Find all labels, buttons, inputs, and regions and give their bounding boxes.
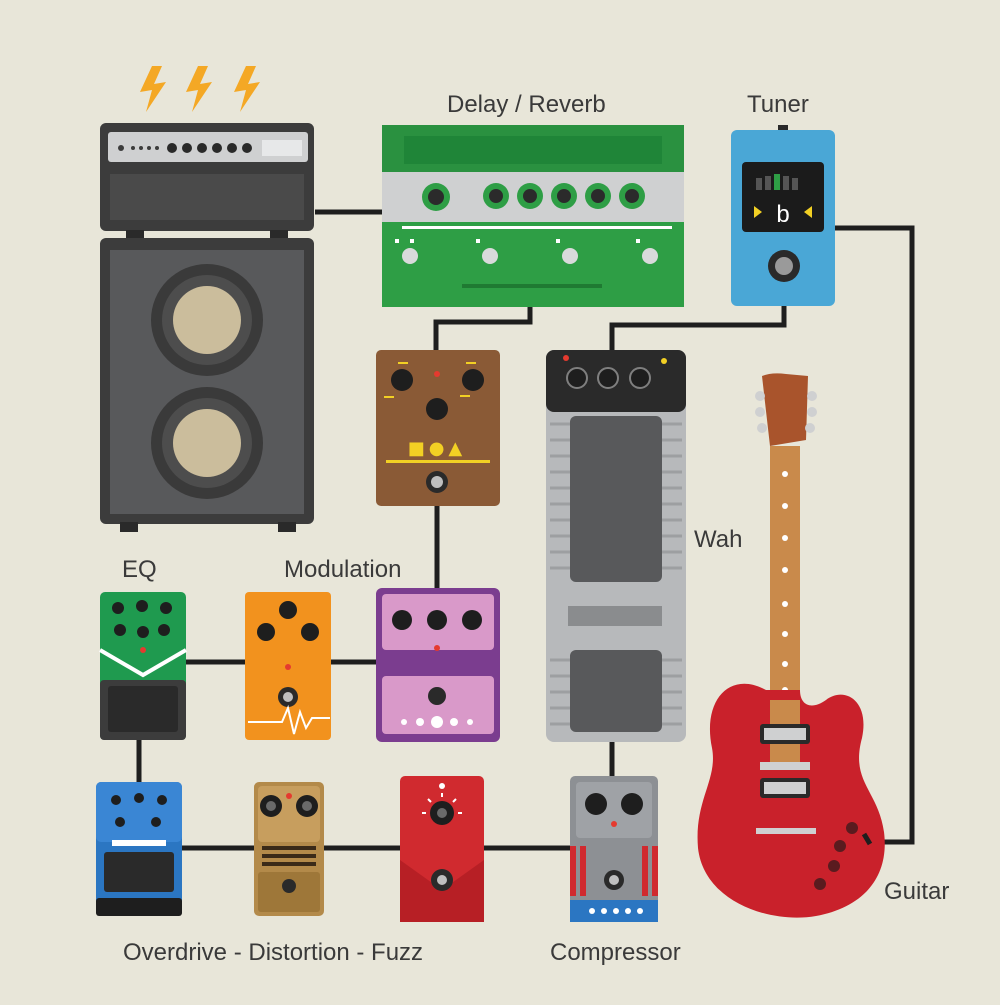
lightning-icon [140,66,166,112]
purple-modulation-pedal [376,588,500,742]
tan-distortion-pedal [254,782,324,916]
speaker-top [151,264,263,376]
lightning-icon [186,66,212,112]
label-delay-reverb: Delay / Reverb [447,91,606,118]
amp-knobs [167,143,252,153]
orange-modulation-pedal [245,592,331,740]
label-wah: Wah [694,526,743,553]
cables [136,209,915,851]
amplifier [100,66,314,532]
guitar-headstock [762,373,808,446]
delay-reverb-unit [382,125,684,307]
cable-tuner-guitar [832,225,915,845]
label-tuner: Tuner [747,91,809,118]
wah-pedal [546,350,686,742]
tuner-note: b [776,201,789,228]
blue-overdrive-pedal [96,782,182,916]
guitar-body [697,683,885,918]
tuner-pedal: b [731,125,835,306]
label-compressor: Compressor [550,939,681,966]
cable-delay-brown [433,300,533,352]
label-eq: EQ [122,556,157,583]
compressor-pedal [570,776,658,922]
delay-footswitches [402,248,658,264]
lightning-icon [234,66,260,112]
label-modulation: Modulation [284,556,402,583]
cable-tuner-wah [609,304,787,352]
brown-fuzz-pedal: ■●▲ [376,350,500,506]
brown-pedal-symbols: ■●▲ [408,438,467,459]
label-guitar: Guitar [884,878,950,905]
label-drive-group: Overdrive - Distortion - Fuzz [123,939,424,966]
guitar [697,373,885,918]
eq-pedal [98,592,188,740]
guitar-neck [770,446,800,708]
speaker-bottom [151,387,263,499]
delay-knobs [422,183,645,211]
lightning-icons [140,66,260,112]
red-fuzz-pedal [400,776,484,922]
